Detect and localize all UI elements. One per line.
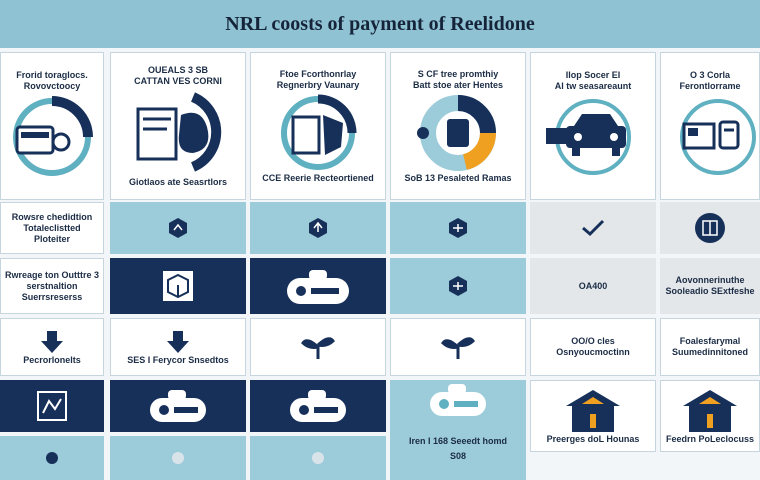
- hexagon-arrow-icon: [309, 218, 327, 238]
- row5-col2: [110, 380, 246, 432]
- row3-col6: Aovonnerinuthe Sooleadio SExtfeshe: [660, 258, 760, 314]
- header-top-text: Ftoe Fcorthonrlay: [279, 68, 357, 79]
- header-card-col2: OUEALS 3 SB CATTAN VES CORNI Giotlaos at…: [110, 52, 246, 200]
- download-arrow-icon: [41, 330, 63, 353]
- header-top-text: Frorid toraglocs.: [16, 70, 88, 80]
- row3-col4: [390, 258, 526, 314]
- donut-chart-bag-icon: [417, 94, 496, 171]
- ship-pill-icon: [430, 384, 486, 416]
- page-dot[interactable]: [312, 452, 324, 464]
- row2-col4: [390, 202, 526, 254]
- page-dot[interactable]: [172, 452, 184, 464]
- row3-col5: OA400: [530, 258, 656, 314]
- row-label: Rowsre chedidtion Totaleclistted Ploteit…: [11, 211, 93, 244]
- row-label: Iren I 168 Seeedt homd: [408, 436, 508, 446]
- header-card-col5: Ilop Socer EI Al tw seasareaunt: [530, 52, 656, 200]
- tablet-shield-icon: [281, 94, 357, 170]
- page-dot-active[interactable]: [46, 452, 58, 464]
- download-arrow-icon: [167, 330, 189, 353]
- cell-caption: SES I Ferycor Snsedtos: [127, 354, 229, 365]
- header-bottom-text: Regnerbry Vaunary: [276, 79, 360, 90]
- header-card-col4: S CF tree promthiy Batt stoe ater Hentes…: [390, 52, 526, 200]
- car-icon: [546, 99, 631, 175]
- bottom-strip-col2: [110, 436, 246, 480]
- hexagon-plane-icon: [449, 218, 467, 238]
- row3-col1: Rwreage ton Outttre 3 serstnaltion Suerr…: [0, 258, 104, 314]
- row5-col3: [250, 380, 386, 432]
- row2-col6: [660, 202, 760, 254]
- row-label: Rwreage ton Outttre 3 serstnaltion Suerr…: [5, 269, 100, 302]
- ship-pill-icon: [287, 270, 349, 304]
- row2-col3: [250, 202, 386, 254]
- bottom-strip-col1: [0, 436, 104, 480]
- payment-terminal-icon: [13, 96, 93, 176]
- row-label: Feedrn PoLeclocuss: [665, 433, 755, 444]
- header-caption: CCE Reerie Recteortiened: [262, 172, 374, 183]
- box-icon: [163, 271, 193, 301]
- row3-col3: [250, 258, 386, 314]
- header-bottom-text: CATTAN VES CORNI: [134, 75, 222, 86]
- header-caption: Giotlaos ate Seasrtlors: [128, 176, 228, 187]
- row2-col1: Rowsre chedidtion Totaleclistted Ploteit…: [0, 202, 104, 254]
- sprout-icon: [441, 337, 475, 359]
- row4-col1: Pecrorlonelts: [0, 318, 104, 376]
- header-caption: SoB 13 Pesaleted Ramas: [404, 172, 512, 183]
- sprout-icon: [301, 337, 335, 359]
- row4-col4: [390, 318, 526, 376]
- house-icon: [566, 389, 620, 432]
- shipping-box-icon: [37, 391, 67, 421]
- row-label: Aovonnerinuthe Sooleadio SExtfeshe: [665, 275, 755, 296]
- row-label: Foalesfarymal Suumedinnitoned: [672, 336, 748, 357]
- checkmark-icon: [582, 219, 605, 237]
- page-title: NRL coosts of payment of Reelidone: [225, 12, 535, 35]
- row4-col5: OO/O cles Osnyoucmoctinn: [530, 318, 656, 376]
- row4-col3: [250, 318, 386, 376]
- header-bottom-text: Rovovctoocy: [23, 81, 81, 91]
- header-bottom-text: Al tw seasareaunt: [554, 81, 632, 91]
- row-label: OO/O cles Osnyoucmoctinn: [556, 336, 630, 357]
- header-top-text: S CF tree promthiy: [417, 68, 499, 79]
- header-card-col6: O 3 Corla Ferontlorrame: [660, 52, 760, 200]
- header-top-text: OUEALS 3 SB: [147, 64, 208, 75]
- row-value: S08: [449, 451, 466, 461]
- row5-col5: Preerges doL Hounas: [530, 380, 656, 452]
- header-card-col1: Frorid toraglocs. Rovovctoocy: [0, 52, 104, 200]
- header-top-text: O 3 Corla: [689, 70, 730, 80]
- ship-pill-icon: [150, 390, 206, 422]
- row5-col1: [0, 380, 104, 432]
- monitor-card-icon: [680, 99, 756, 175]
- hexagon-cube-icon: [169, 218, 187, 238]
- document-wallet-icon: [136, 91, 222, 172]
- title-bar: NRL coosts of payment of Reelidone: [0, 0, 760, 48]
- header-top-text: Ilop Socer EI: [565, 70, 621, 80]
- hexagon-plane-icon: [449, 276, 467, 296]
- row2-col2: [110, 202, 246, 254]
- row5-col6: Feedrn PoLeclocuss: [660, 380, 760, 452]
- bottom-strip-col3: [250, 436, 386, 480]
- row5-col4: Iren I 168 Seeedt homd S08: [390, 380, 526, 480]
- ship-pill-icon: [290, 390, 346, 422]
- header-bottom-text: Ferontlorrame: [679, 81, 741, 91]
- row3-col2: [110, 258, 246, 314]
- house-icon: [683, 389, 737, 432]
- header-card-col3: Ftoe Fcorthonrlay Regnerbry Vaunary CCE …: [250, 52, 386, 200]
- row4-col6: Foalesfarymal Suumedinnitoned: [660, 318, 760, 376]
- row2-col5: [530, 202, 656, 254]
- cell-value: OA400: [578, 280, 608, 291]
- row-label: Preerges doL Hounas: [546, 433, 640, 444]
- cell-caption: Pecrorlonelts: [23, 354, 81, 365]
- circle-grid-icon: [695, 213, 725, 243]
- header-bottom-text: Batt stoe ater Hentes: [412, 79, 504, 90]
- row4-col2: SES I Ferycor Snsedtos: [110, 318, 246, 376]
